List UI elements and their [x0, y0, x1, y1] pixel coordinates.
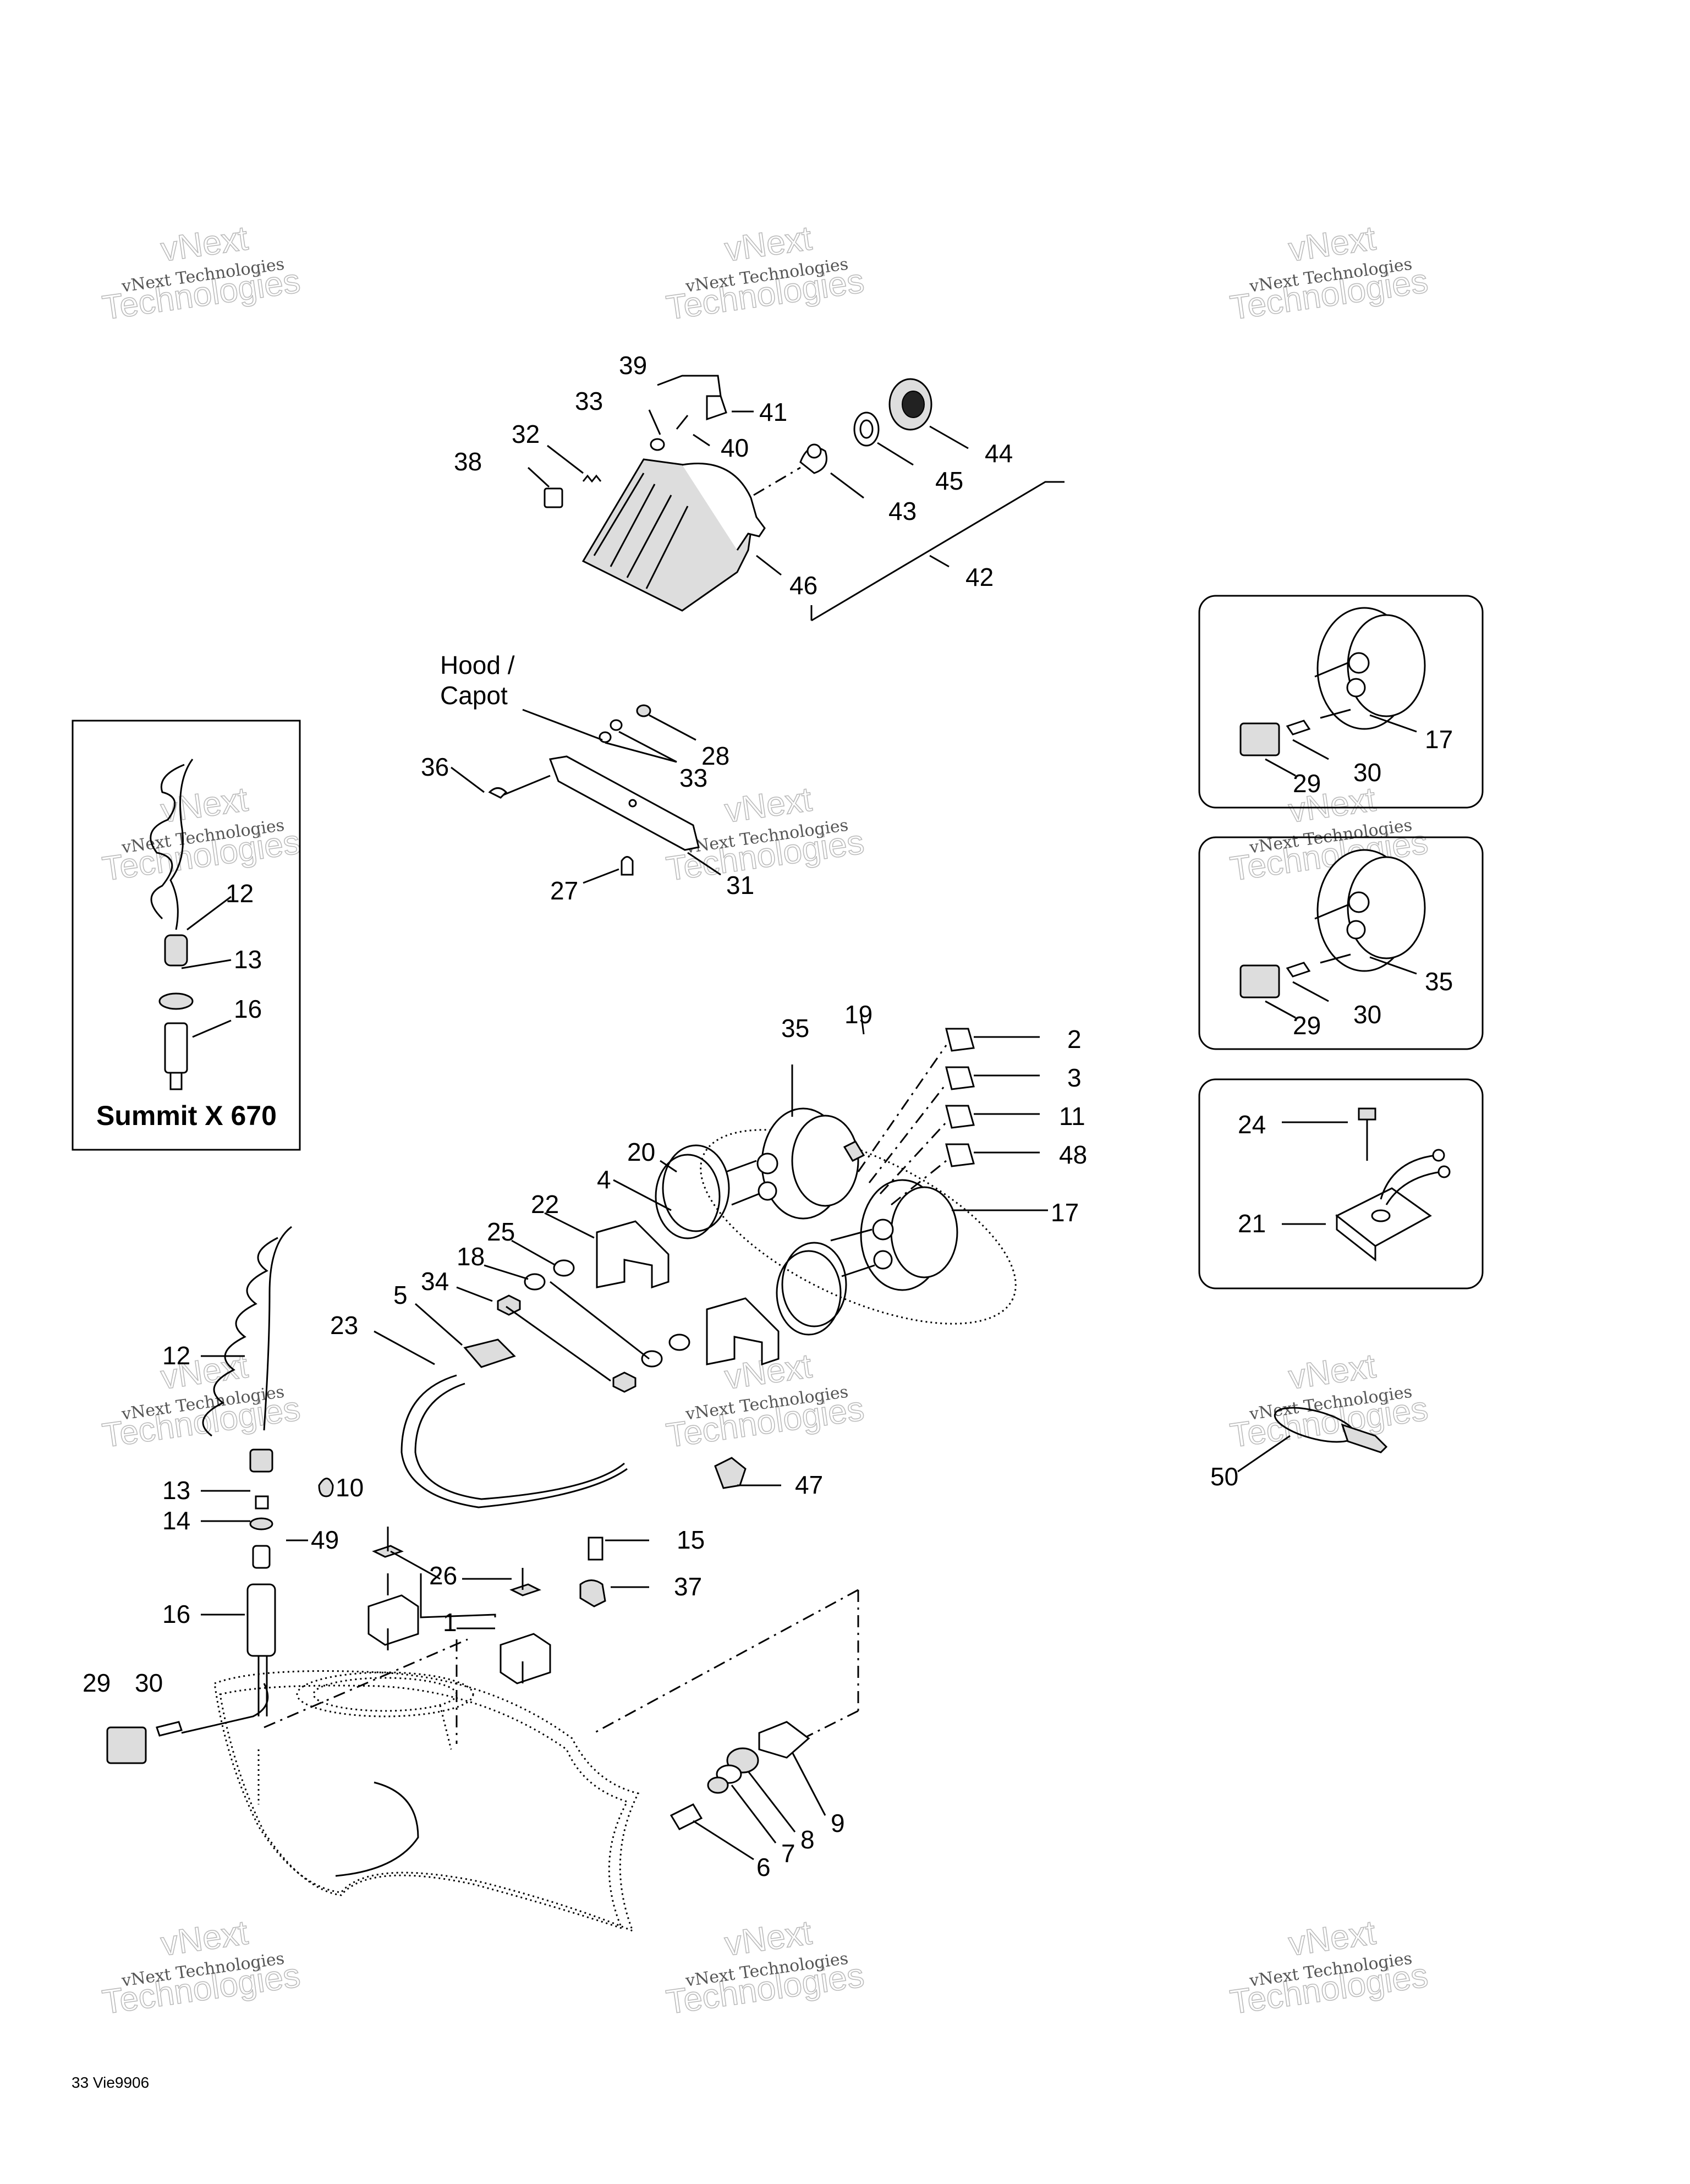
callout-26: 26: [429, 1561, 457, 1590]
callout-42: 42: [965, 563, 994, 591]
callout-36: 36: [421, 753, 449, 781]
callout-30b: 30: [1353, 1000, 1381, 1029]
callout-7: 7: [781, 1839, 795, 1868]
hood-label-en: Hood /: [440, 651, 515, 679]
summit-x-670-inset: [72, 720, 301, 1151]
callout-12b: 12: [162, 1341, 190, 1370]
callout-47: 47: [795, 1470, 823, 1499]
voltage-regulator-inset: [1198, 1078, 1484, 1289]
callout-16b: 16: [162, 1600, 190, 1628]
callout-27: 27: [550, 876, 578, 905]
callout-2: 2: [1067, 1025, 1082, 1053]
tether-switch-assembly: [106, 1226, 334, 1764]
callout-30c: 30: [135, 1669, 163, 1697]
callout-21: 21: [1238, 1209, 1266, 1238]
callout-48: 48: [1059, 1140, 1087, 1169]
callout-46: 46: [789, 571, 817, 600]
callout-40: 40: [721, 433, 749, 462]
callout-22: 22: [531, 1190, 559, 1219]
callout-32: 32: [512, 420, 540, 448]
callout-9: 9: [831, 1809, 845, 1837]
callout-29b: 29: [1293, 1011, 1321, 1040]
tie-wrap: [1237, 1407, 1388, 1473]
callout-8: 8: [800, 1825, 815, 1854]
callout-3: 3: [1067, 1063, 1082, 1092]
callout-33b: 33: [679, 764, 707, 792]
callout-1: 1: [443, 1608, 457, 1637]
callout-5: 5: [393, 1281, 408, 1309]
callout-37: 37: [674, 1572, 702, 1601]
hood-bracket-assembly: [451, 704, 721, 884]
callout-11: 11: [1059, 1102, 1085, 1131]
callout-17b: 17: [1051, 1198, 1079, 1227]
callout-14: 14: [162, 1506, 190, 1535]
callout-30: 30: [1353, 758, 1381, 787]
callout-25: 25: [487, 1217, 515, 1246]
callout-45: 45: [935, 467, 963, 495]
callout-17: 17: [1425, 725, 1453, 754]
callout-44: 44: [985, 439, 1013, 468]
callout-15: 15: [677, 1525, 705, 1554]
callout-31: 31: [726, 871, 754, 899]
callout-35: 35: [1425, 967, 1453, 996]
callout-50: 50: [1210, 1462, 1238, 1491]
callout-34: 34: [421, 1267, 449, 1296]
callout-6: 6: [756, 1853, 771, 1881]
headlight-assembly: [527, 375, 1065, 622]
callout-33: 33: [575, 387, 603, 415]
callout-43: 43: [888, 497, 917, 525]
callout-13: 13: [234, 945, 262, 974]
callout-18: 18: [457, 1242, 485, 1271]
callout-41: 41: [759, 398, 787, 426]
callout-10: 10: [336, 1473, 364, 1502]
callout-24: 24: [1238, 1110, 1266, 1139]
gauge-cluster-assembly: [374, 1012, 1048, 1508]
callout-4: 4: [597, 1165, 611, 1194]
hood-label-fr: Capot: [440, 681, 508, 710]
tachometer-inset: [1198, 595, 1484, 809]
callout-38: 38: [454, 447, 482, 476]
drawing-code: 33 Vie9906: [72, 2074, 149, 2091]
callout-28: 28: [701, 742, 729, 770]
callout-29: 29: [1293, 769, 1321, 798]
ignition-switch-parts: [579, 1457, 826, 1861]
callout-16: 16: [234, 995, 262, 1023]
callout-labels: 39 33 41 40 32 38 44 45 43 46 42 Hood / …: [83, 351, 1453, 1881]
toggle-switches: [367, 1527, 551, 1684]
callout-35b: 35: [781, 1014, 809, 1042]
hood-outline: [213, 1589, 859, 1933]
callout-39: 39: [619, 351, 647, 380]
callout-29c: 29: [83, 1669, 111, 1697]
callout-20: 20: [627, 1138, 655, 1166]
callout-49: 49: [311, 1525, 339, 1554]
speedometer-inset: [1198, 836, 1484, 1050]
summit-x-670-title: Summit X 670: [96, 1100, 277, 1131]
callout-12: 12: [226, 879, 254, 908]
callout-23: 23: [330, 1311, 358, 1340]
callout-13b: 13: [162, 1476, 190, 1505]
callout-19: 19: [844, 1000, 873, 1029]
